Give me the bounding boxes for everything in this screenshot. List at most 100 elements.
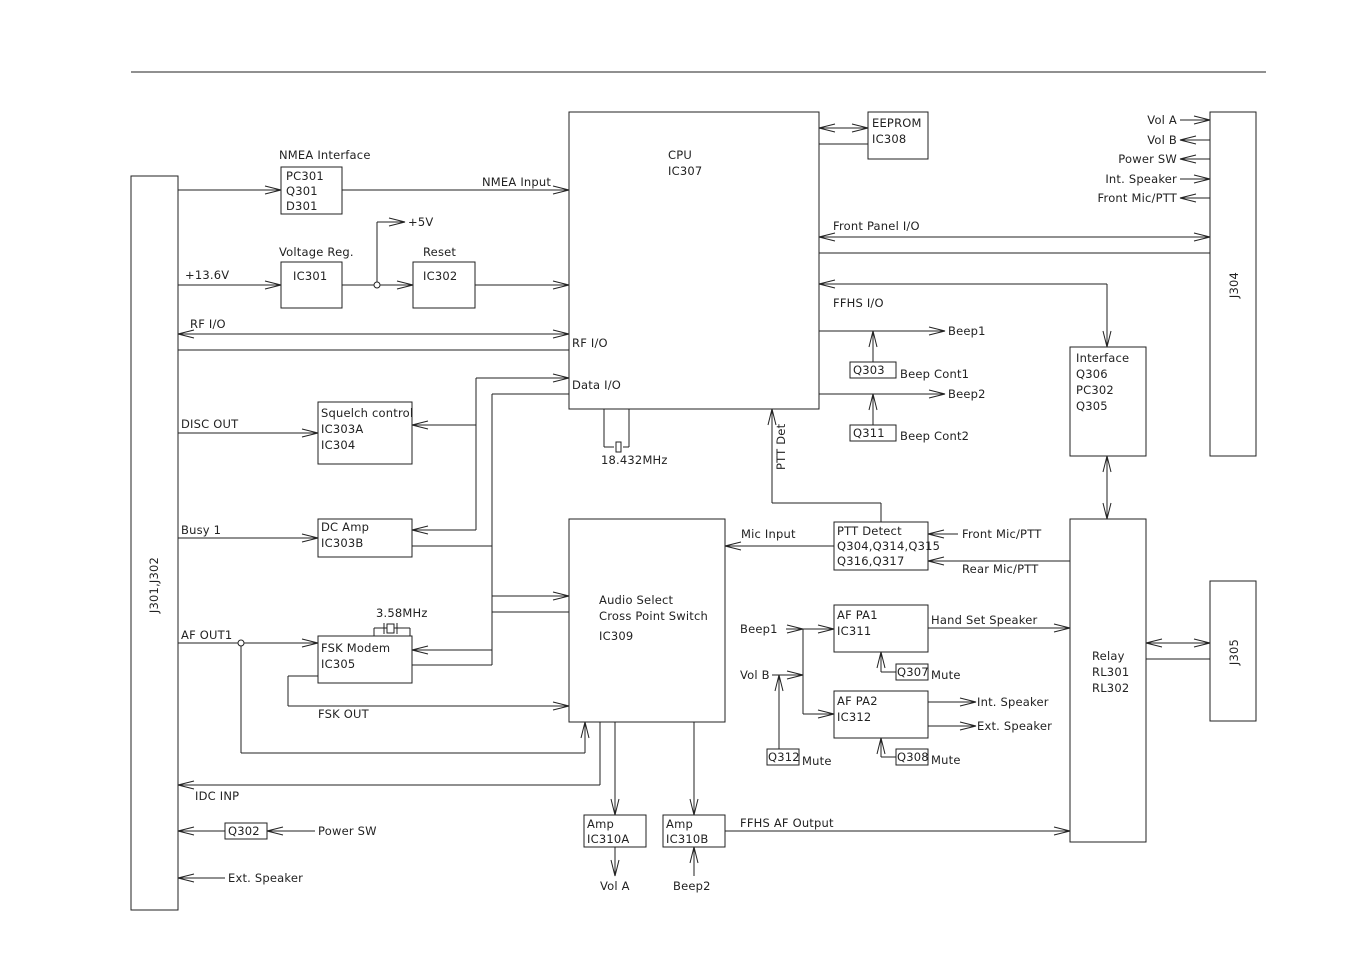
label-nmea-input: NMEA Input	[482, 175, 551, 189]
label-vol-a-out: Vol A	[600, 879, 630, 893]
connector-j305	[1209, 580, 1257, 722]
block-interface-line-3: PC302	[1076, 383, 1114, 397]
block-squelch-line-2: IC303A	[321, 422, 363, 436]
block-pttdet-line-3: Q316,Q317	[837, 554, 904, 568]
block-dc-amp	[317, 518, 413, 558]
label-idc-inp: IDC INP	[195, 789, 239, 803]
block-nmea-line-1: PC301	[286, 169, 324, 183]
label-front-mic-ptt-in: Front Mic/PTT	[962, 527, 1042, 541]
label-disc-out: DISC OUT	[181, 417, 239, 431]
label-ext-speaker-left: Ext. Speaker	[228, 871, 303, 885]
label-beep2-out: Beep2	[948, 387, 986, 401]
block-cpu	[568, 111, 820, 410]
label-beep1-in: Beep1	[740, 622, 778, 636]
label-ext-speaker-out: Ext. Speaker	[977, 719, 1052, 733]
label-beep1-out: Beep1	[948, 324, 986, 338]
block-q311-label: Q311	[853, 426, 885, 440]
block-q312	[766, 748, 800, 766]
block-dcamp-line-2: IC303B	[321, 536, 363, 550]
label-mute-q307: Mute	[931, 668, 961, 682]
junction-5v	[373, 281, 381, 289]
block-nmea-line-2: Q301	[286, 184, 318, 198]
connections: NMEA Input +13.6V +5V RF I/O RF I/O Data…	[177, 113, 1211, 893]
block-eeprom-line-1: EEPROM	[872, 116, 922, 130]
block-reset-line-1: IC302	[423, 269, 457, 283]
junction-af-out1	[237, 639, 245, 647]
block-q308-label: Q308	[897, 750, 929, 764]
block-squelch-line-3: IC304	[321, 438, 355, 452]
block-audio-select	[568, 518, 726, 723]
block-vreg-line-1: IC301	[293, 269, 327, 283]
block-afpa2-line-1: AF PA2	[837, 694, 878, 708]
block-ampa-line-2: IC310A	[587, 832, 629, 846]
label-ffhs-io: FFHS I/O	[833, 296, 884, 310]
block-ampa-line-1: Amp	[587, 817, 614, 831]
block-af-pa1	[833, 604, 929, 653]
block-ptt-detect	[833, 521, 929, 571]
connector-j301-j302	[130, 175, 179, 911]
label-j304-power-sw: Power SW	[1118, 152, 1177, 166]
block-ampb-line-1: Amp	[666, 817, 693, 831]
connector-j301-label: J301,J302	[147, 557, 161, 614]
label-13v6: +13.6V	[185, 268, 229, 282]
block-q303-label: Q303	[853, 363, 885, 377]
label-j304-vol-b: Vol B	[1147, 133, 1177, 147]
label-mic-input: Mic Input	[741, 527, 796, 541]
block-dcamp-line-1: DC Amp	[321, 520, 369, 534]
block-afpa2-line-2: IC312	[837, 710, 871, 724]
block-afpa1-line-1: AF PA1	[837, 608, 878, 622]
block-q302-label: Q302	[228, 824, 260, 838]
label-mute-q308: Mute	[931, 753, 961, 767]
label-j304-int-speaker: Int. Speaker	[1105, 172, 1177, 186]
block-pttdet-line-1: PTT Detect	[837, 524, 902, 538]
label-5v: +5V	[408, 215, 433, 229]
label-beep2-in: Beep2	[673, 879, 711, 893]
label-ptt-det: PTT Det	[774, 423, 788, 470]
label-data-io: Data I/O	[572, 378, 621, 392]
label-beep-cont2: Beep Cont2	[900, 429, 969, 443]
block-fsk-modem	[317, 635, 413, 684]
block-afpa1-line-2: IC311	[837, 624, 871, 638]
block-fsk-line-2: IC305	[321, 657, 355, 671]
label-rear-mic-ptt: Rear Mic/PTT	[962, 562, 1039, 576]
block-audio-line-1: Audio Select	[599, 593, 674, 607]
label-j304-vol-a: Vol A	[1147, 113, 1177, 127]
label-front-panel-io: Front Panel I/O	[833, 219, 920, 233]
block-nmea-interface	[280, 166, 343, 215]
label-af-out1: AF OUT1	[181, 628, 232, 642]
block-relay-line-1: Relay	[1092, 649, 1125, 663]
block-interface	[1069, 346, 1147, 457]
label-rf-io-cpu: RF I/O	[572, 336, 608, 350]
block-relay	[1069, 518, 1147, 843]
block-nmea-line-3: D301	[286, 199, 318, 213]
block-q312-label: Q312	[768, 750, 800, 764]
block-cpu-line-2: IC307	[668, 164, 702, 178]
label-hand-set-speaker: Hand Set Speaker	[931, 613, 1038, 627]
block-audio-line-2: Cross Point Switch	[599, 609, 708, 623]
block-squelch-line-1: Squelch control	[321, 406, 413, 420]
block-vreg-title: Voltage Reg.	[279, 245, 354, 259]
block-pttdet-line-2: Q304,Q314,Q315	[837, 539, 940, 553]
label-busy1: Busy 1	[181, 523, 221, 537]
block-audio-line-3: IC309	[599, 629, 633, 643]
label-ffhs-af-output: FFHS AF Output	[740, 816, 834, 830]
block-interface-line-1: Interface	[1076, 351, 1129, 365]
block-squelch-control	[317, 401, 413, 465]
label-beep-cont1: Beep Cont1	[900, 367, 969, 381]
block-ampb-line-2: IC310B	[666, 832, 708, 846]
label-xtal-fsk: 3.58MHz	[376, 606, 428, 620]
block-relay-line-2: RL301	[1092, 665, 1129, 679]
label-power-sw-left: Power SW	[318, 824, 377, 838]
block-cpu-line-1: CPU	[668, 148, 692, 162]
block-fsk-line-1: FSK Modem	[321, 641, 390, 655]
connector-j304	[1209, 111, 1257, 457]
connector-j304-label: J304	[1227, 272, 1241, 299]
label-xtal-cpu: 18.432MHz	[601, 453, 668, 467]
block-interface-line-2: Q306	[1076, 367, 1108, 381]
block-interface-line-4: Q305	[1076, 399, 1108, 413]
label-fsk-out: FSK OUT	[318, 707, 370, 721]
label-vol-b-in: Vol B	[740, 668, 770, 682]
block-q307-label: Q307	[897, 665, 929, 679]
